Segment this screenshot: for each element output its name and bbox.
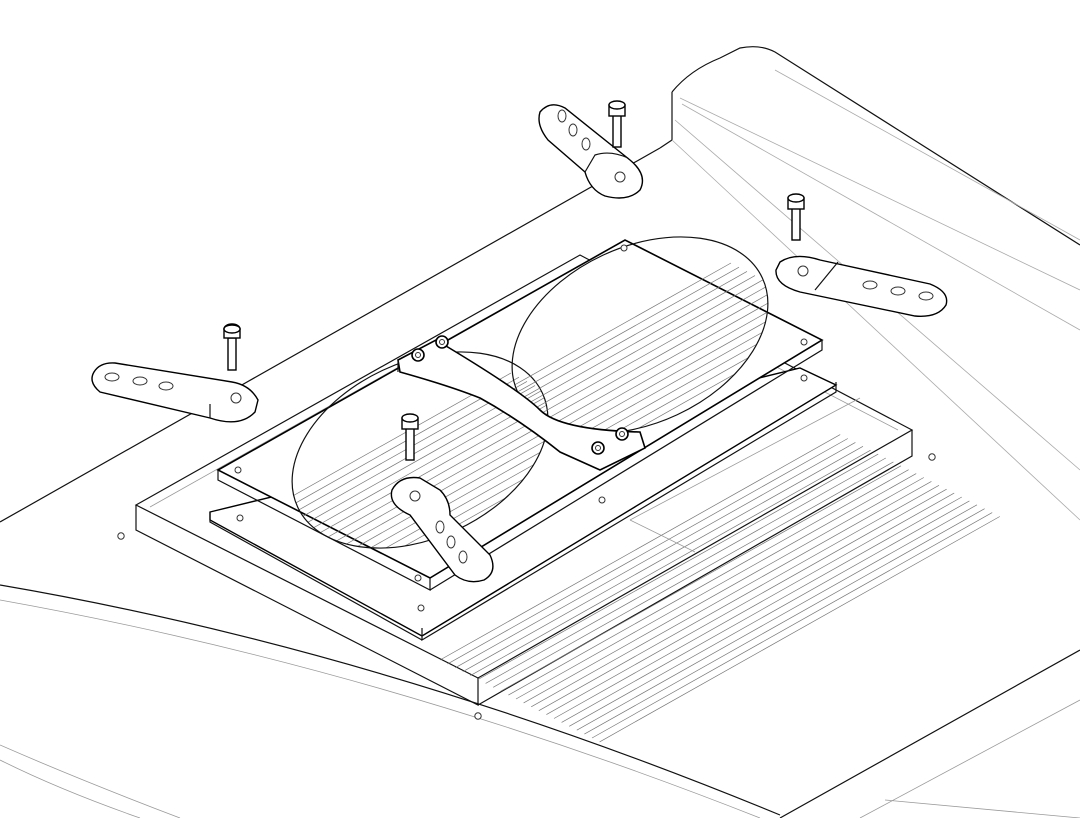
slat-line (553, 492, 955, 719)
mounting-arm-center (390, 476, 494, 583)
slat-line (501, 279, 764, 428)
slat-line (480, 266, 740, 415)
slat-line (561, 496, 962, 723)
slat-line (508, 469, 909, 696)
slat-line (447, 438, 848, 665)
grill-slats (439, 434, 1000, 743)
slat-line (485, 457, 886, 684)
slat-line (517, 287, 780, 436)
mounting-arm-right (775, 255, 948, 317)
base-plate (0, 46, 1080, 818)
slat-line (533, 296, 796, 444)
slat-line (541, 300, 800, 449)
slat-line (515, 473, 917, 700)
slat-line (455, 442, 856, 669)
slat-line (273, 385, 536, 533)
socket-head-screw-top (608, 100, 626, 148)
slat-line (525, 292, 788, 440)
slat-line (584, 508, 985, 735)
socket-head-screw-right (787, 193, 805, 241)
slat-line (265, 381, 528, 529)
slat-line (531, 481, 932, 708)
socket-head-screw-left (223, 323, 241, 371)
slat-line (439, 434, 841, 661)
slat-line (493, 275, 756, 423)
slat-line (260, 376, 520, 525)
slat-line (538, 484, 940, 712)
slat-line (523, 477, 924, 704)
slat-line (289, 393, 552, 542)
center-clamp (397, 335, 646, 471)
slat-line (500, 465, 902, 692)
slat-line (462, 445, 864, 673)
slat-line (281, 389, 544, 538)
slat-line (297, 397, 560, 546)
slat-line (470, 449, 871, 676)
slat-line (576, 504, 978, 731)
mounting-arm-left (91, 362, 259, 423)
slat-line (485, 271, 748, 419)
mounting-arm-top (538, 104, 644, 199)
slat-line (305, 402, 568, 550)
slat-line (569, 500, 970, 727)
slat-line (546, 488, 947, 715)
slat-line (477, 453, 879, 680)
slat-line (509, 283, 772, 432)
slat-line (591, 512, 993, 739)
slat-line (599, 516, 1000, 743)
slat-line (493, 461, 894, 688)
socket-head-screw-center (401, 413, 419, 461)
